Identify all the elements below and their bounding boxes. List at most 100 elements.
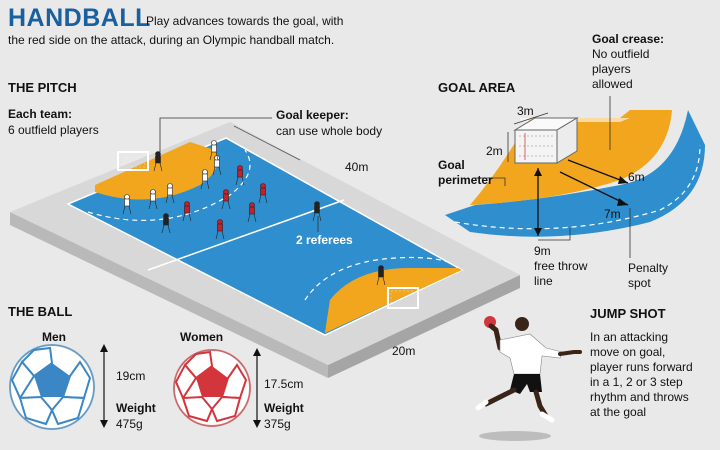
goalkeeper-leader xyxy=(159,117,272,152)
goal-crease-line-1: No outfield xyxy=(592,47,650,61)
player-icon xyxy=(182,201,192,222)
goal-area-blue-band xyxy=(445,110,705,237)
penalty-spot-line-2: spot xyxy=(628,276,651,290)
goal-crease-line-2: players xyxy=(592,62,631,76)
goal-perimeter-line-1: Goal xyxy=(438,158,465,172)
goalkeeper-title: Goal keeper: xyxy=(276,108,349,122)
men-size-label: 19cm xyxy=(116,369,146,383)
jump-shot-line-2: move on goal, xyxy=(590,345,666,359)
women-ball xyxy=(173,349,251,427)
jump-shot-heading: JUMP SHOT xyxy=(590,306,666,321)
men-size-arrowhead-bottom xyxy=(100,420,108,428)
jump-shot-line-6: at the goal xyxy=(590,405,647,419)
nine-metre-arrowhead xyxy=(534,228,542,236)
player-shoe-back xyxy=(475,399,489,411)
pitch-platform-side-front xyxy=(328,275,520,378)
red-team-players xyxy=(182,165,268,240)
men-weight-label: Weight xyxy=(116,401,156,415)
player-icon xyxy=(148,189,158,210)
goalkeeper-icon xyxy=(376,265,386,286)
women-weight-label: Weight xyxy=(264,401,304,415)
goal-width-dimension xyxy=(513,112,549,125)
goal-area-diagram xyxy=(445,96,705,258)
goal-width-label: 3m xyxy=(517,104,534,118)
player-leg-back xyxy=(483,387,517,407)
men-size-arrowhead-top xyxy=(100,344,108,352)
goal-area-left xyxy=(95,142,218,200)
free-throw-line-2: line xyxy=(534,274,553,288)
women-weight-value: 375g xyxy=(264,417,291,431)
penalty-spot-line-1: Penalty xyxy=(628,261,669,275)
player-icon xyxy=(221,189,231,210)
men-ball xyxy=(9,344,95,430)
goal-right xyxy=(387,287,419,309)
player-icon xyxy=(258,183,268,204)
jump-shot-line-3: player runs forward xyxy=(590,360,693,374)
seven-metre-label: 7m xyxy=(604,207,621,221)
jump-shot-line-1: In an attacking xyxy=(590,330,669,344)
six-metre-label: 6m xyxy=(628,170,645,184)
goal-area-heading: GOAL AREA xyxy=(438,80,516,95)
player-shorts xyxy=(510,374,542,394)
player-icon xyxy=(247,202,257,223)
pitch-width-label: 20m xyxy=(392,344,416,358)
player-arm-front xyxy=(558,350,582,356)
pitch-platform-side xyxy=(10,212,328,378)
referee-icon xyxy=(312,201,322,222)
free-throw-arc-left xyxy=(87,149,251,221)
goalkeepers xyxy=(153,151,386,286)
goal-crease-title: Goal crease: xyxy=(592,32,665,46)
pitch xyxy=(10,117,520,378)
player-icon xyxy=(165,183,175,204)
goal-left xyxy=(117,151,149,171)
six-metre-arrow xyxy=(567,159,629,184)
length-dimension-line xyxy=(233,125,301,161)
player-icon xyxy=(122,194,132,215)
nine-metre-arrowhead-top xyxy=(534,168,542,176)
jump-shot-line-4: in a 1, 2 or 3 step xyxy=(590,375,683,389)
player-icon xyxy=(215,219,225,240)
seven-metre-arrowhead xyxy=(617,198,628,206)
each-team-title: Each team: xyxy=(8,107,73,121)
six-metre-arrowhead xyxy=(618,176,628,184)
jump-shot-line-5: rhythm and throws xyxy=(590,390,689,404)
goalkeeper-text: can use whole body xyxy=(276,124,383,138)
page-title: HANDBALL xyxy=(8,4,151,32)
white-team-players xyxy=(122,140,222,215)
women-size-arrowhead-top xyxy=(253,348,261,356)
player-icon xyxy=(200,169,210,190)
perimeter-leader xyxy=(474,177,506,186)
ball-heading: THE BALL xyxy=(8,304,73,319)
women-size-arrowhead-bottom xyxy=(253,420,261,428)
pitch-heading: THE PITCH xyxy=(8,80,77,95)
seven-metre-arrow xyxy=(559,171,629,206)
free-throw-dashed xyxy=(454,144,701,230)
player-head xyxy=(515,317,529,331)
half-line xyxy=(147,199,345,271)
referees-label: 2 referees xyxy=(296,233,353,247)
player-arm-raised xyxy=(488,323,503,351)
free-throw-distance-label: 9m xyxy=(534,244,551,258)
each-team-text: 6 outfield players xyxy=(8,123,99,137)
player-shirt xyxy=(499,333,563,375)
player-shadow xyxy=(479,431,551,441)
goal-height-label: 2m xyxy=(486,144,503,158)
women-label: Women xyxy=(180,330,224,344)
player-icon xyxy=(209,140,219,161)
intro-line-2: the red side on the attack, during an Ol… xyxy=(8,33,335,47)
men-weight-value: 475g xyxy=(116,417,143,431)
intro-line-1: Play advances towards the goal, with xyxy=(146,14,344,28)
pitch-length-label: 40m xyxy=(345,160,369,174)
goal-perimeter-line-2: perimeter xyxy=(438,173,493,187)
referee-icon xyxy=(161,213,171,234)
goalkeeper-icon xyxy=(153,151,163,172)
player-shoe-front xyxy=(539,411,555,423)
goal-area-right-fill xyxy=(325,268,462,333)
goal-crease-line-3: allowed xyxy=(592,77,633,91)
goal-crease-orange xyxy=(470,110,672,205)
free-throw-line-1: free throw xyxy=(534,259,588,273)
jump-shot-player xyxy=(475,316,582,441)
throw-line-leader xyxy=(538,228,571,241)
